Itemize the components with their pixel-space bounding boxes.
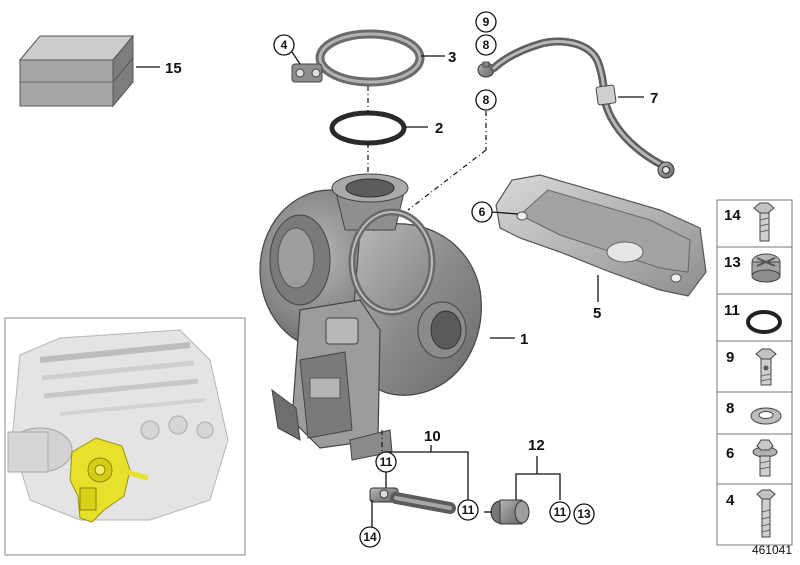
- callout-6[interactable]: 6: [479, 205, 486, 219]
- bolt-icon: [753, 202, 775, 242]
- part-2-sealing-ring[interactable]: [329, 110, 407, 146]
- part-15-box[interactable]: [18, 34, 135, 108]
- sidebar-item-11[interactable]: 11: [724, 302, 782, 334]
- sidebar-item-9[interactable]: 9: [726, 348, 777, 386]
- callout-11-right[interactable]: 11: [554, 505, 567, 519]
- callout-15[interactable]: 15: [165, 60, 182, 77]
- callout-9[interactable]: 9: [483, 15, 490, 29]
- svg-text:8: 8: [726, 400, 734, 417]
- callout-3[interactable]: 3: [448, 49, 456, 66]
- plug-screw-icon: [751, 253, 781, 283]
- part-3-v-band-clamp[interactable]: [291, 29, 425, 87]
- callout-12[interactable]: 12: [528, 437, 545, 454]
- svg-text:9: 9: [726, 349, 734, 366]
- callout-8-bottom[interactable]: 8: [483, 93, 490, 107]
- callout-11-middle[interactable]: 11: [462, 503, 475, 517]
- callout-1[interactable]: 1: [520, 331, 528, 348]
- sidebar-item-8[interactable]: 8: [726, 400, 782, 425]
- callout-11-left[interactable]: 11: [380, 455, 393, 469]
- diagram-id: 461041: [752, 543, 792, 557]
- callout-14[interactable]: 14: [363, 530, 377, 544]
- svg-text:13: 13: [724, 254, 741, 271]
- sidebar-item-6[interactable]: 6: [726, 439, 778, 477]
- svg-text:14: 14: [724, 207, 741, 224]
- svg-text:4: 4: [726, 492, 735, 509]
- part-7-oil-line[interactable]: [490, 37, 675, 179]
- callout-7[interactable]: 7: [650, 90, 658, 107]
- banjo-bolt-icon: [755, 348, 777, 386]
- long-bolt-icon: [756, 489, 776, 538]
- callout-13[interactable]: 13: [577, 507, 591, 521]
- callout-10[interactable]: 10: [424, 428, 441, 445]
- sidebar-item-14[interactable]: 14: [724, 202, 775, 242]
- callout-4[interactable]: 4: [281, 38, 288, 52]
- sidebar-item-13[interactable]: 13: [724, 253, 781, 283]
- callout-2[interactable]: 2: [435, 120, 443, 137]
- engine-location-inset: [4, 317, 246, 556]
- flange-bolt-icon: [752, 439, 778, 477]
- svg-text:6: 6: [726, 445, 734, 462]
- sidebar-item-4[interactable]: 4: [726, 489, 776, 538]
- o-ring-icon: [746, 310, 782, 334]
- svg-text:11: 11: [724, 302, 740, 319]
- part-5-heat-shield[interactable]: [495, 174, 707, 297]
- oil-return-adapter[interactable]: [490, 499, 530, 525]
- oil-return-pipe[interactable]: [369, 487, 456, 514]
- washer-icon: [750, 407, 782, 425]
- callout-8-top[interactable]: 8: [483, 38, 490, 52]
- callout-5[interactable]: 5: [593, 305, 601, 322]
- highlighted-turbocharger[interactable]: [69, 437, 149, 523]
- part-1-turbocharger[interactable]: [259, 173, 482, 461]
